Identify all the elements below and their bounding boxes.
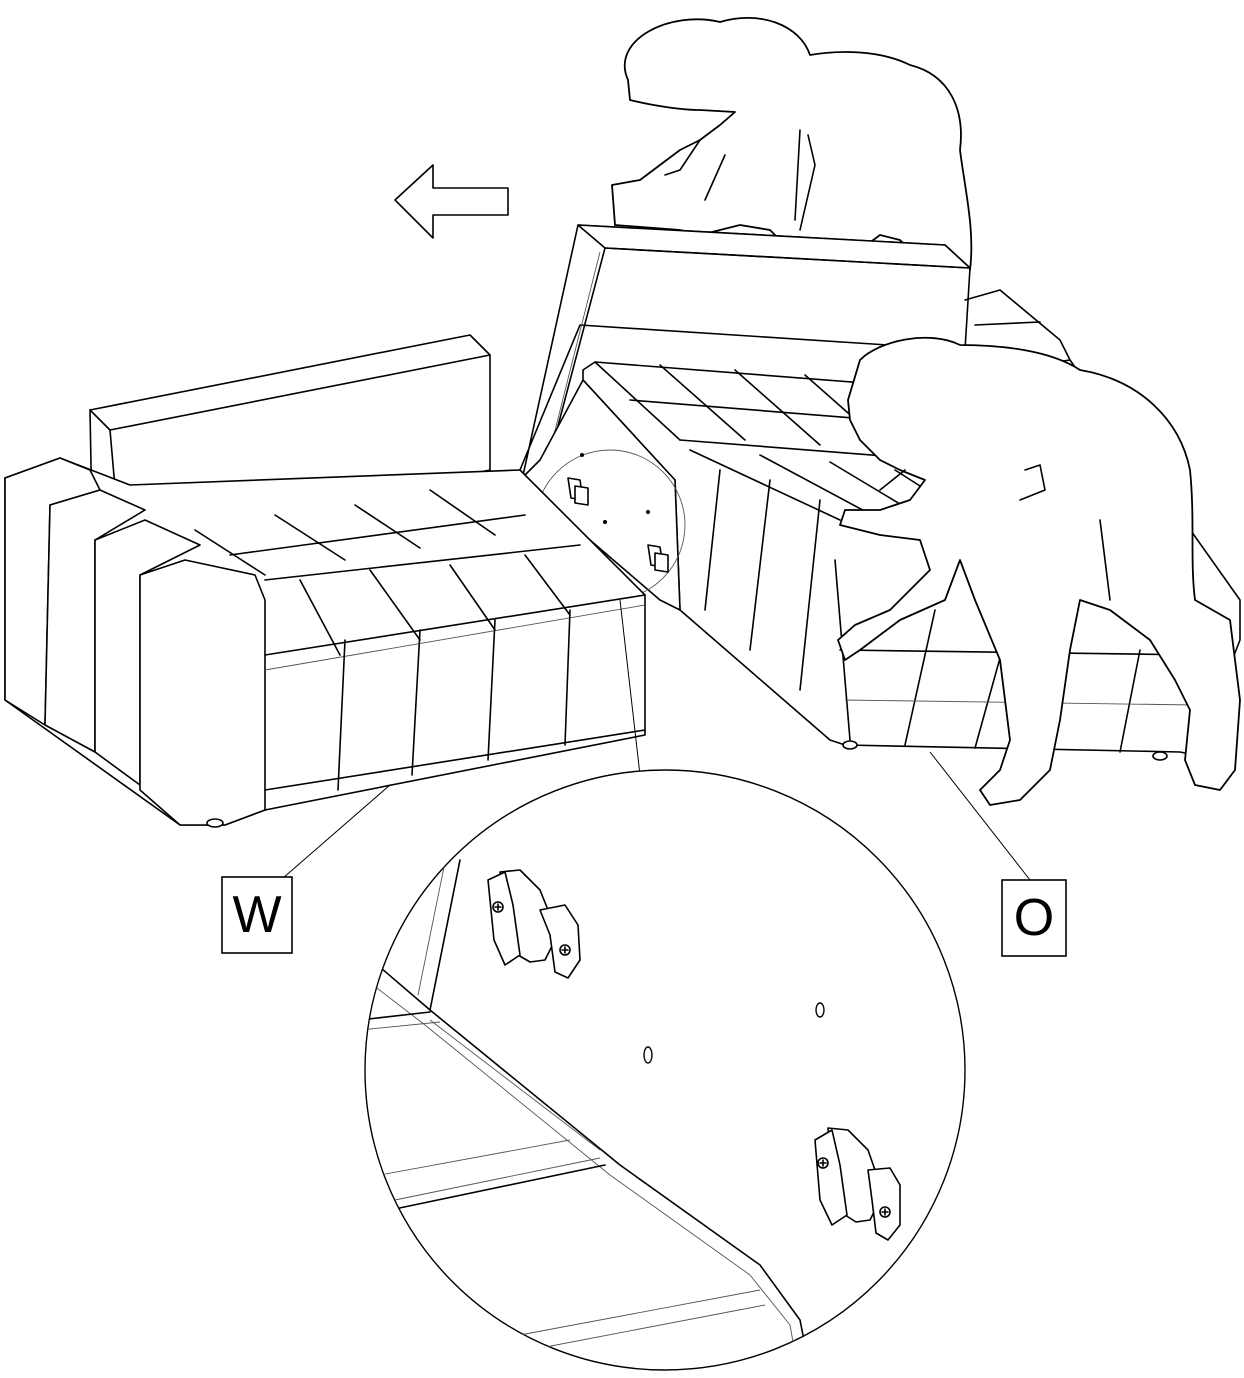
mounting-bracket-bottom (814, 1127, 901, 1241)
leader-line-o (929, 751, 1031, 881)
bracket-detail-magnifier (364, 769, 966, 1371)
label-o: O (1001, 879, 1067, 957)
right-module-side-panel (519, 379, 686, 611)
left-sofa-module (4, 334, 646, 828)
mounting-bracket-top (487, 869, 581, 979)
person-silhouette-front (837, 336, 1241, 806)
label-w: W (221, 876, 293, 954)
leader-line-w (274, 784, 391, 886)
label-o-text: O (1014, 889, 1054, 947)
right-sofa-module-backrest (519, 224, 971, 481)
leader-line-detail (619, 599, 641, 776)
label-w-text: W (232, 886, 281, 944)
push-direction-arrow-icon (394, 164, 509, 239)
person-silhouette-back (611, 17, 973, 281)
